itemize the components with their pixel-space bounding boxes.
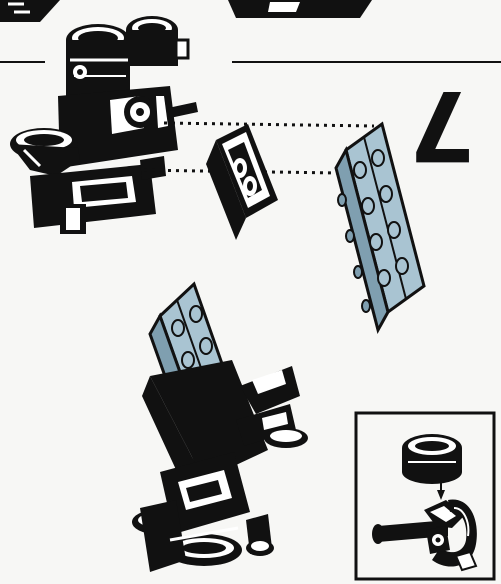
- sub-assembly-inset: [356, 413, 494, 579]
- previous-step-fragment-icon: [0, 0, 372, 22]
- train-engine-assembly-icon: [10, 16, 198, 234]
- step-number: 7: [402, 85, 482, 165]
- wheel-icon: [402, 434, 462, 484]
- completed-assembly-icon: [132, 284, 308, 572]
- plate-2x2-icon: [206, 124, 278, 240]
